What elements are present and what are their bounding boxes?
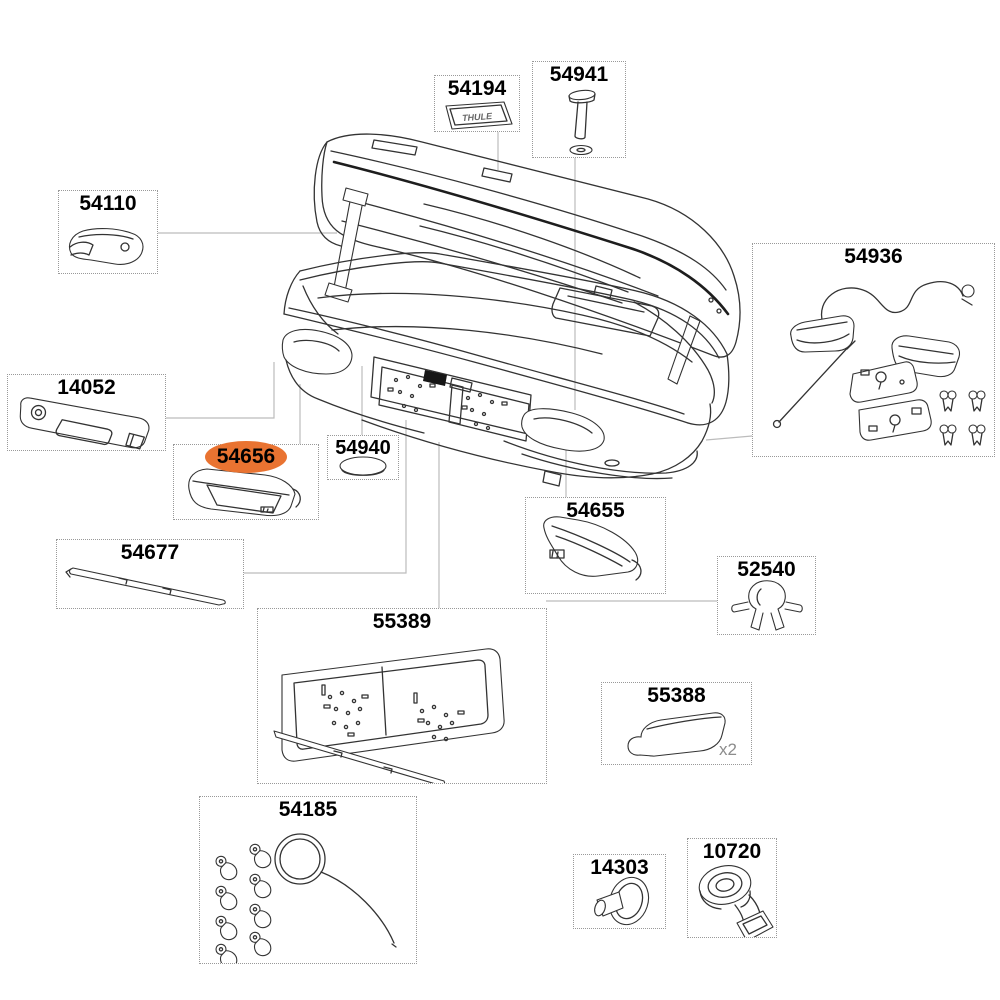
part-number-label: 55388 [647,684,706,707]
left-lamp-cover-drawing [188,468,301,517]
cargo-box-front-drawing [281,328,712,487]
lid-strut-drawing [324,187,701,385]
knob-drawing [594,876,650,926]
part-box-10720[interactable]: 10720 [687,838,777,938]
part-box-14303[interactable]: 14303 [573,854,666,929]
part-box-54677[interactable]: 54677 [56,539,244,609]
quantity-note: x2 [719,740,737,759]
leader-lines [157,131,753,608]
cargo-box-base-drawing [283,252,730,426]
part-number-label: 54941 [549,63,609,86]
light-kit-drawing [772,281,986,446]
part-number-label: 52540 [737,558,796,581]
highlighted-part-number: 54656 [205,441,287,473]
cargo-box-lid-drawing [313,133,741,358]
part-box-54194[interactable]: 54194 THULE [434,75,520,132]
clip-set-cable-drawing [213,833,397,963]
right-lamp-cover-drawing [543,516,642,581]
handle-bar-drawing [19,397,150,450]
part-box-54936[interactable]: 54936 [752,243,995,457]
part-box-54656[interactable]: 54656 [173,441,319,520]
strap-drawing [698,865,774,937]
part-number-label: 14303 [590,856,649,879]
part-number-label: 14052 [57,376,116,399]
bolt-washer-drawing [568,89,596,156]
part-number-label: 54110 [79,192,137,215]
part-box-14052[interactable]: 14052 [7,374,166,451]
part-box-54185[interactable]: 54185 [199,796,417,964]
part-box-55388[interactable]: 55388 x2 [601,682,752,765]
part-number-label: 54677 [120,541,180,564]
part-box-52540[interactable]: 52540 [717,556,816,635]
thule-badge-drawing: THULE [445,101,513,130]
part-box-55389[interactable]: 55389 [257,608,547,784]
part-number-label: 54655 [566,499,625,522]
badge-text: THULE [462,111,494,123]
trim-strip-drawing [65,567,226,606]
part-number-label: 54940 [335,437,391,459]
cable-clip-drawing [731,580,803,631]
part-number-label: 54936 [844,245,903,268]
part-number-label: 10720 [702,840,762,863]
plate-holder-drawing [273,648,505,783]
fastener-hook-drawing [68,228,144,265]
part-number-label: 54185 [278,798,338,821]
end-cap-drawing [627,712,726,757]
part-box-54940[interactable]: 54940 [327,435,399,480]
part-box-54655[interactable]: 54655 [525,497,666,594]
part-number-label: 55389 [372,610,432,633]
part-box-54941[interactable]: 54941 [532,61,626,158]
part-number-label: 54194 [447,77,507,100]
rubber-plug-drawing [339,456,387,476]
part-box-54110[interactable]: 54110 [58,190,158,274]
